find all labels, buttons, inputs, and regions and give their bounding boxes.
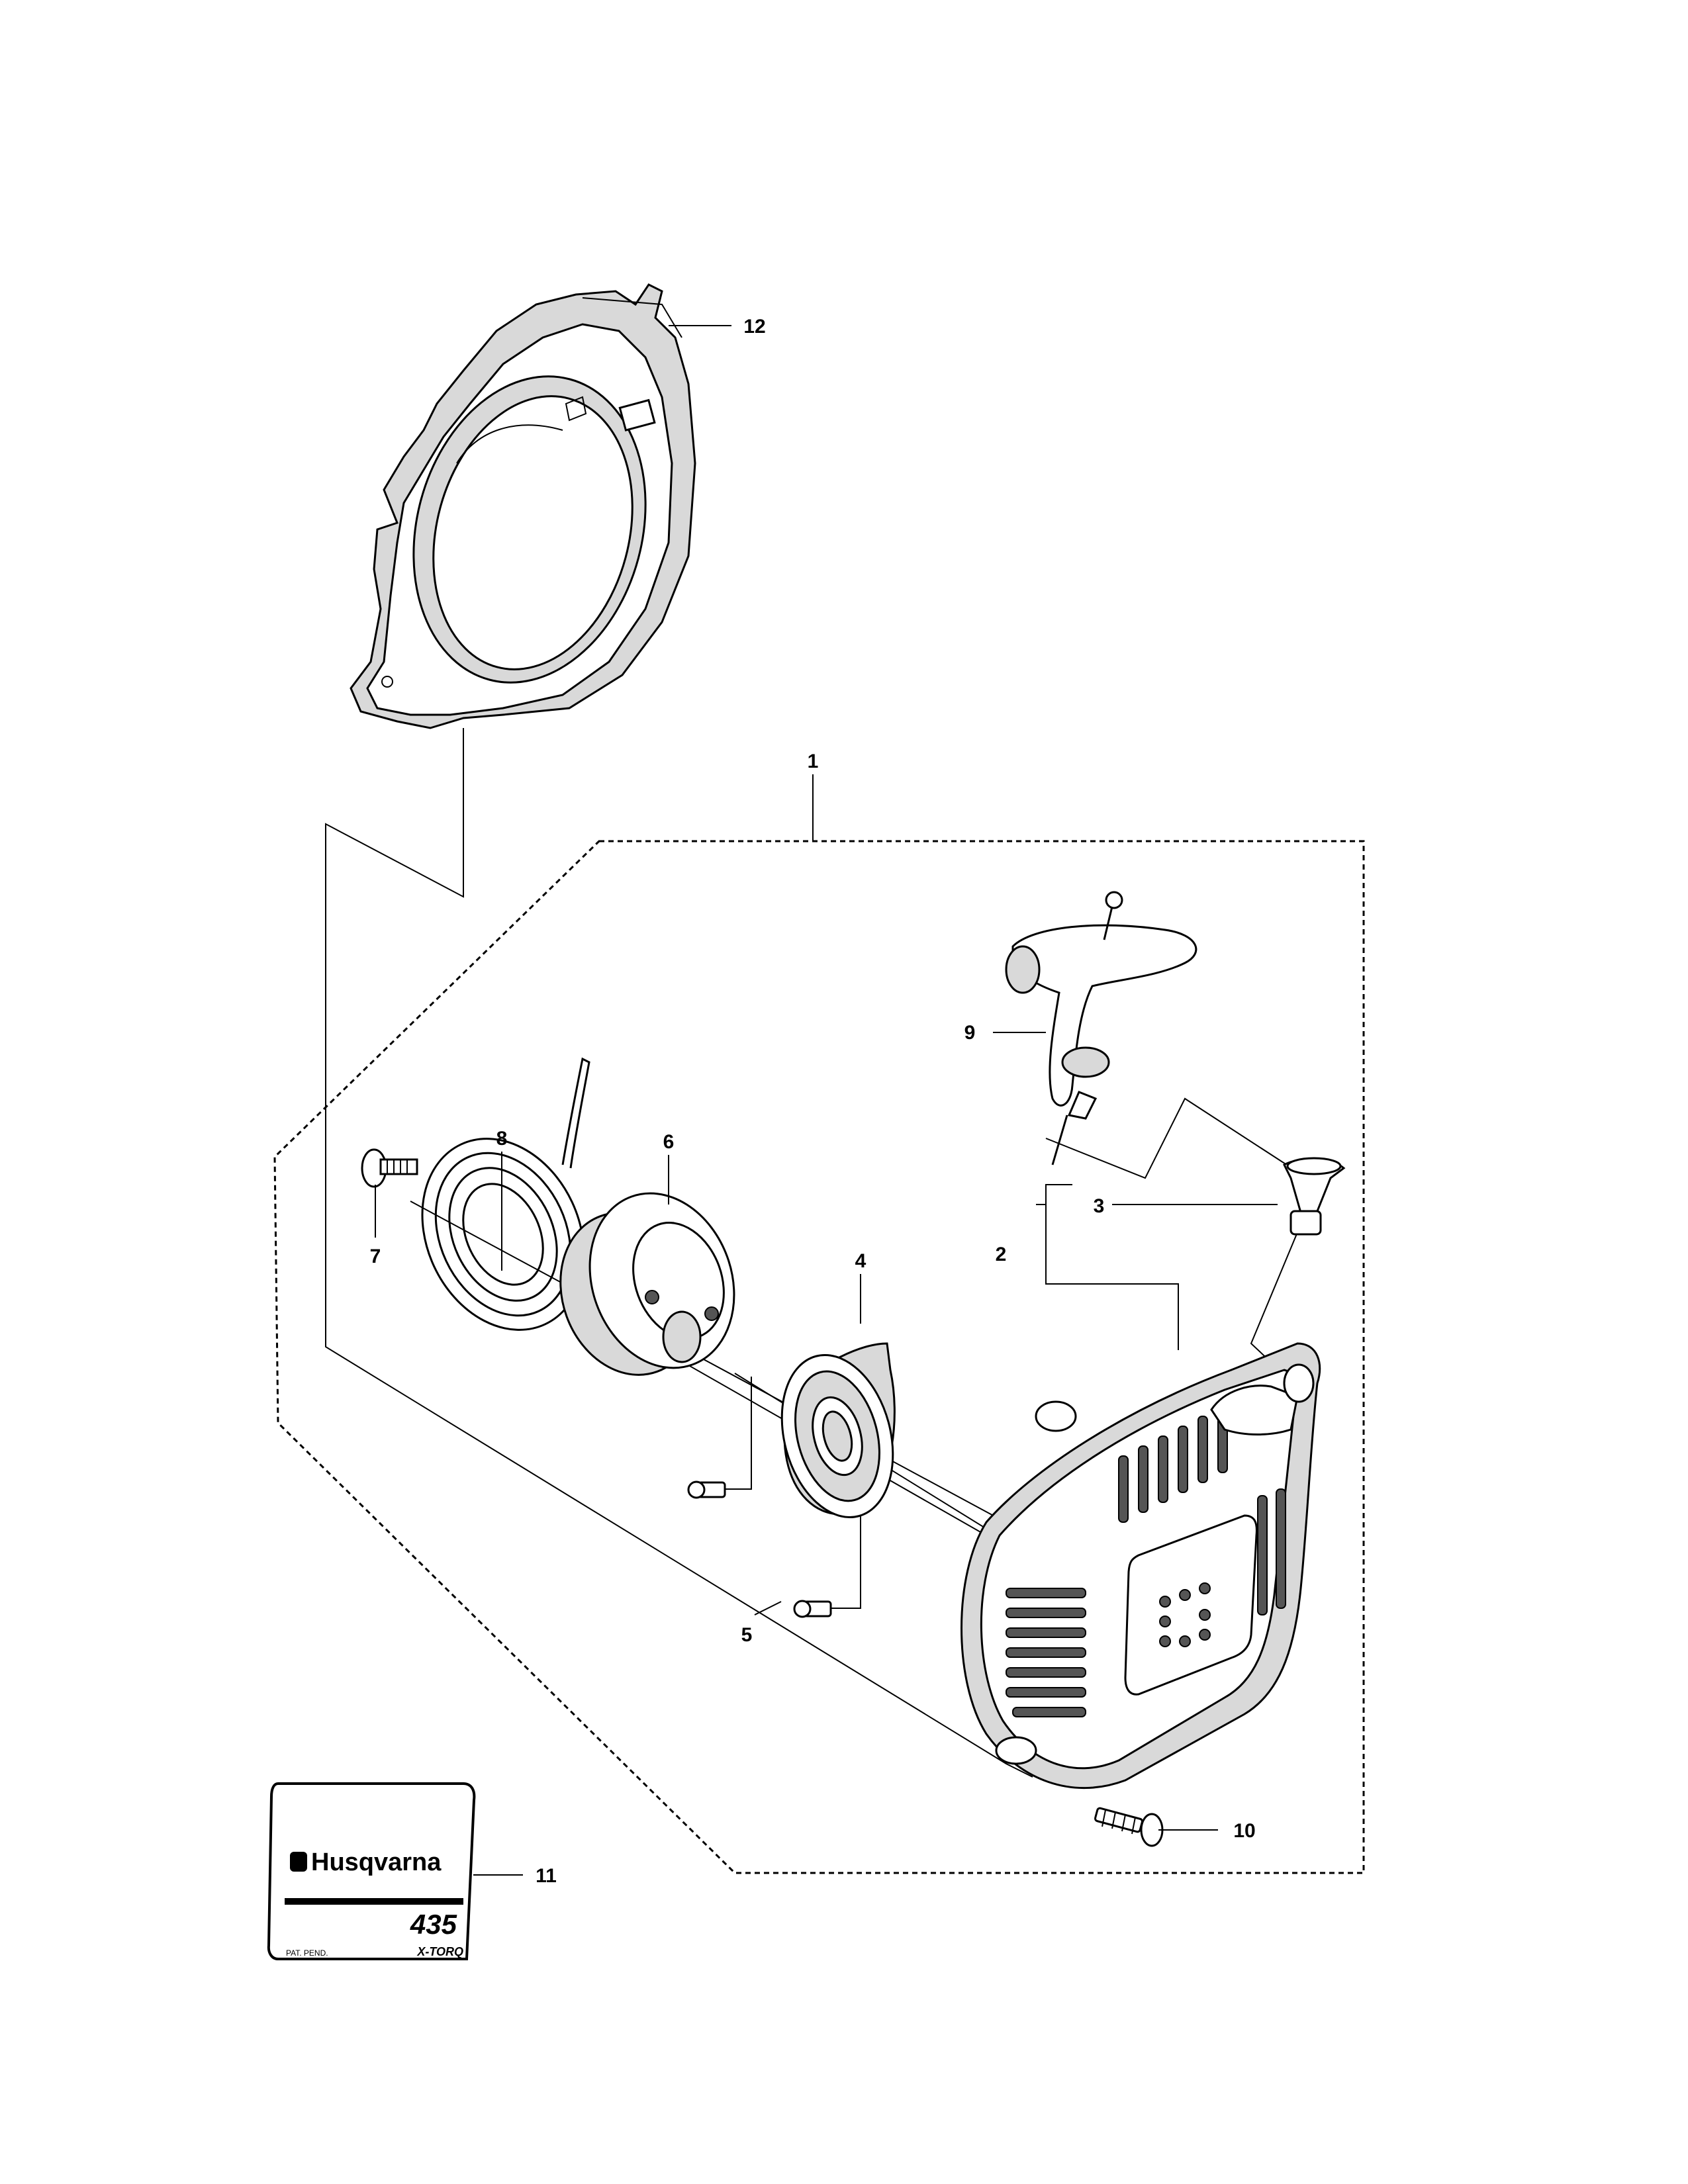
part-12-fan-housing (350, 283, 696, 729)
decal-series-text: X-TORQ (416, 1945, 463, 1958)
callout-10: 10 (1233, 1820, 1255, 1842)
callout-1: 1 (808, 751, 819, 772)
part-6-rope-pulley (559, 1192, 735, 1376)
part-7-screw (361, 1148, 418, 1188)
decal-logo-mark (290, 1852, 307, 1872)
callout-9: 9 (964, 1022, 976, 1044)
part-11-decal: Husqvarna 435 PAT. PEND. X-TORQ (267, 1782, 476, 1960)
part-9-starter-handle (1005, 891, 1197, 1165)
cover-vent-slots (1006, 1406, 1286, 1717)
part-2-starter-cover (961, 1342, 1321, 1789)
callout-5: 5 (741, 1624, 753, 1646)
assembly-outline-1 (273, 840, 1365, 1874)
callout-11: 11 (536, 1865, 557, 1887)
decal-brand-text: Husqvarna (311, 1848, 442, 1876)
callout-3: 3 (1094, 1195, 1105, 1217)
part-10-bolt (1094, 1807, 1164, 1847)
decal-patent-text: PAT. PEND. (286, 1948, 328, 1958)
callout-8: 8 (496, 1128, 508, 1150)
callout-4: 4 (855, 1250, 867, 1272)
part-5-screws (687, 1480, 832, 1618)
callout-6: 6 (663, 1131, 675, 1153)
part-8-recoil-spring (421, 1057, 590, 1331)
callout-7: 7 (370, 1246, 381, 1267)
part-3-rope-guide (1283, 1157, 1346, 1236)
callout-2: 2 (996, 1244, 1007, 1265)
callout-12: 12 (743, 316, 765, 338)
decal-stripe (285, 1898, 463, 1905)
decal-model-text: 435 (410, 1909, 457, 1940)
callout-leaders (375, 325, 1278, 1876)
callout-labels: 1 2 3 4 5 6 7 8 9 10 11 12 (370, 316, 1256, 1887)
part-4-pawl-assembly (780, 1342, 896, 1519)
